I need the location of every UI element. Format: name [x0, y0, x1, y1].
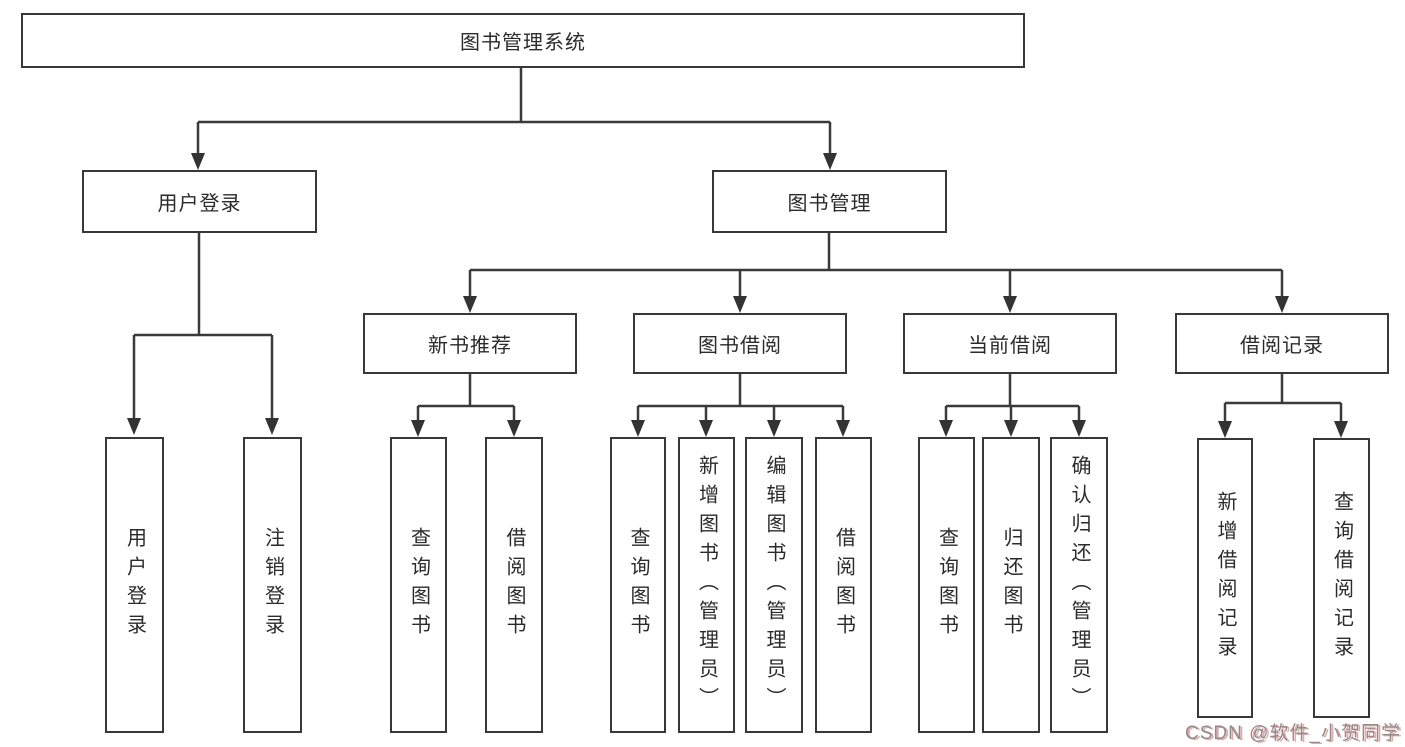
- leaf-bb-edit-books-admin: 编辑图书（管理员）: [745, 437, 803, 733]
- arrowhead: [507, 420, 521, 437]
- leaf-bb-query-books: 查询图书: [610, 437, 666, 733]
- connector-root: [196, 68, 832, 154]
- leaf-nb-borrow-books-label: 借阅图书: [503, 527, 525, 643]
- leaf-user-login-label: 用户登录: [123, 527, 146, 643]
- node-book-mgmt: 图书管理: [712, 170, 947, 233]
- leaf-cb-return-books-label: 归还图书: [1000, 527, 1022, 643]
- arrowhead: [699, 420, 713, 437]
- arrowhead: [191, 153, 205, 170]
- node-root-label: 图书管理系统: [460, 32, 586, 54]
- leaf-bb-add-books-admin: 新增图书（管理员）: [678, 437, 735, 733]
- leaf-br-add-record-label: 新增借阅记录: [1214, 491, 1236, 665]
- arrowhead: [1003, 296, 1017, 313]
- leaf-bb-borrow-books-label: 借阅图书: [832, 527, 855, 643]
- arrowhead: [1004, 420, 1018, 437]
- leaf-br-query-record-label: 查询借阅记录: [1330, 491, 1353, 665]
- leaf-cb-query-books-label: 查询图书: [935, 527, 958, 643]
- arrowhead: [1334, 421, 1348, 438]
- node-book-borrow: 图书借阅: [633, 313, 847, 374]
- arrowhead: [939, 420, 953, 437]
- leaf-bb-query-books-label: 查询图书: [627, 527, 649, 643]
- leaf-logout-label: 注销登录: [261, 527, 284, 643]
- leaf-user-login: 用户登录: [105, 437, 164, 733]
- leaf-nb-query-books-label: 查询图书: [407, 527, 430, 643]
- arrowhead: [463, 296, 477, 313]
- leaf-cb-return-books: 归还图书: [982, 437, 1040, 733]
- node-book-mgmt-label: 图书管理: [787, 193, 872, 215]
- connector-user-login: [132, 233, 274, 419]
- arrowhead: [836, 420, 850, 437]
- node-new-book-rec-label: 新书推荐: [428, 335, 512, 357]
- arrowhead: [1072, 420, 1086, 437]
- leaf-cb-query-books: 查询图书: [918, 437, 975, 733]
- node-current-borrow-label: 当前借阅: [968, 335, 1052, 357]
- leaf-br-query-record: 查询借阅记录: [1313, 438, 1370, 718]
- node-borrow-record: 借阅记录: [1175, 313, 1389, 374]
- arrowhead: [411, 420, 425, 437]
- leaf-nb-query-books: 查询图书: [390, 437, 447, 733]
- node-book-borrow-label: 图书借阅: [698, 335, 782, 357]
- leaf-logout: 注销登录: [243, 437, 302, 733]
- arrowhead: [767, 420, 781, 437]
- leaf-br-add-record: 新增借阅记录: [1197, 438, 1253, 718]
- node-borrow-record-label: 借阅记录: [1240, 335, 1324, 357]
- arrowhead: [733, 296, 747, 313]
- leaf-cb-confirm-return-admin: 确认归还（管理员）: [1050, 437, 1108, 733]
- arrowhead: [1218, 421, 1232, 438]
- arrowhead: [265, 418, 279, 435]
- node-root: 图书管理系统: [21, 13, 1025, 68]
- node-current-borrow: 当前借阅: [903, 313, 1117, 374]
- leaf-nb-borrow-books: 借阅图书: [485, 437, 543, 733]
- arrowhead: [1275, 296, 1289, 313]
- connector-book-borrow: [636, 374, 845, 421]
- leaf-bb-add-books-admin-label: 新增图书（管理员）: [695, 454, 718, 716]
- leaf-cb-confirm-return-admin-label: 确认归还（管理员）: [1068, 454, 1090, 716]
- node-user-login: 用户登录: [82, 170, 317, 233]
- arrowhead: [127, 418, 141, 435]
- arrowheads: [127, 153, 1348, 438]
- connector-current-borrow: [944, 374, 1081, 421]
- node-user-login-label: 用户登录: [157, 193, 242, 215]
- connector-new-book: [416, 374, 516, 421]
- connector-book-mgmt: [468, 233, 1284, 297]
- arrowhead: [823, 153, 837, 170]
- leaf-bb-edit-books-admin-label: 编辑图书（管理员）: [763, 454, 785, 716]
- node-new-book-rec: 新书推荐: [363, 313, 577, 374]
- connector-borrow-record: [1223, 374, 1343, 422]
- arrowhead: [631, 420, 645, 437]
- leaf-bb-borrow-books: 借阅图书: [815, 437, 872, 733]
- watermark: CSDN @软件_小贺同学: [1185, 723, 1401, 744]
